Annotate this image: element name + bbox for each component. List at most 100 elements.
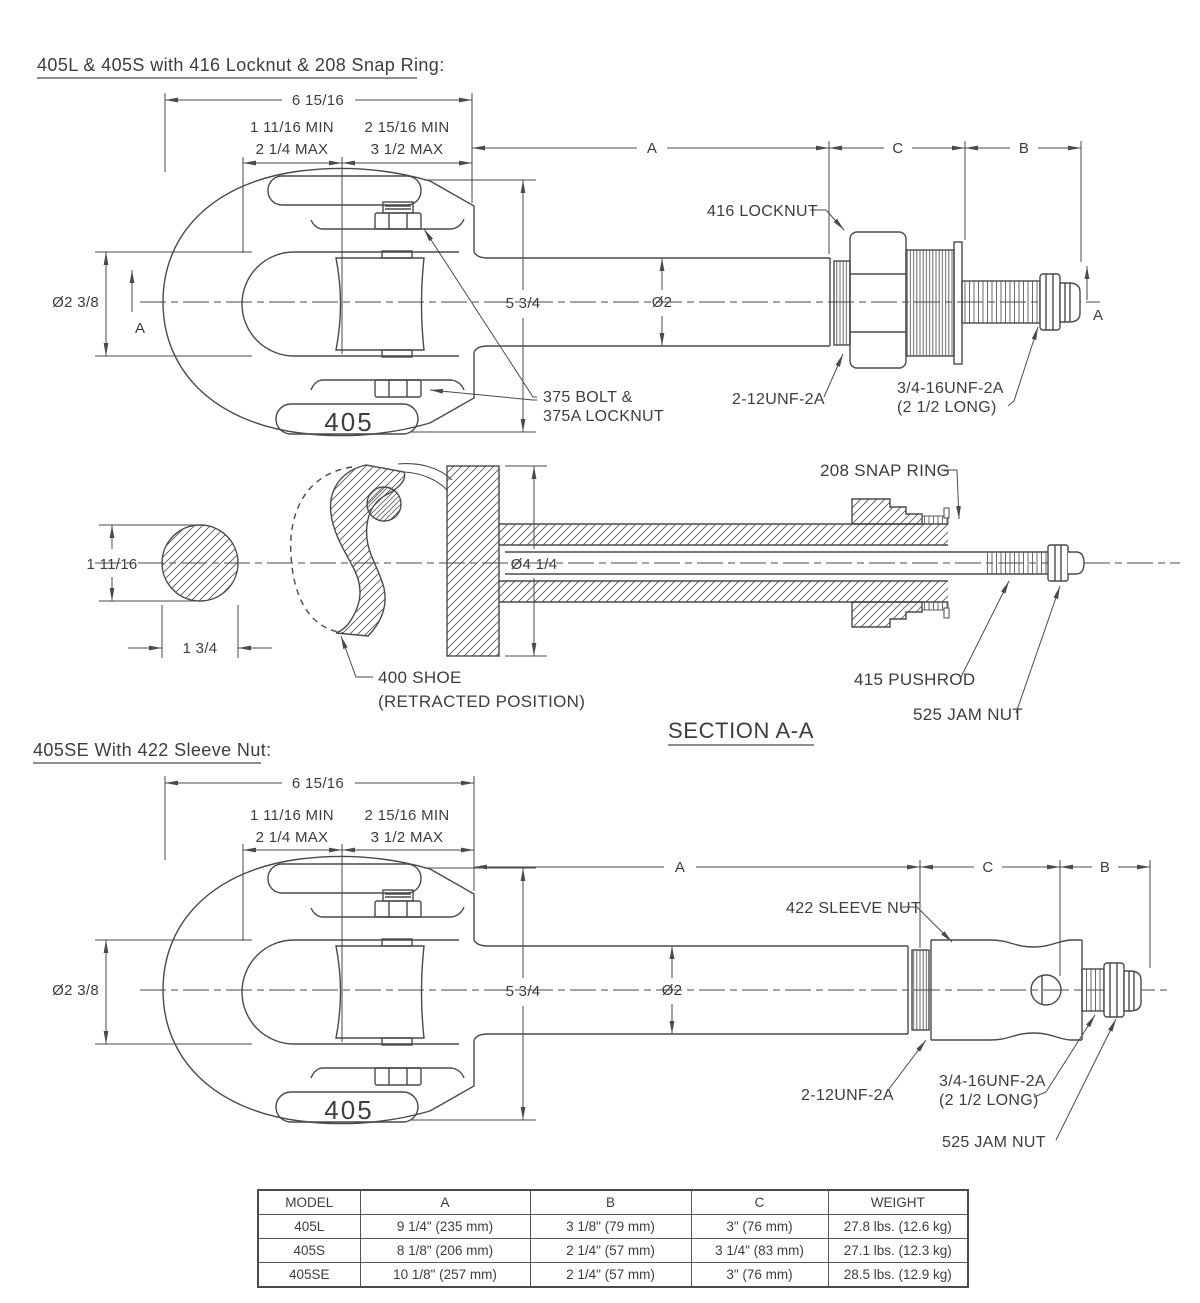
label-pushrod: 415 PUSHROD	[854, 670, 975, 689]
label-jam-nut: 525 JAM NUT	[913, 705, 1023, 724]
ball-section	[161, 524, 239, 602]
col-header-b: B	[529, 1189, 692, 1215]
col-header-a: A	[359, 1189, 531, 1215]
flange-section	[446, 465, 500, 657]
dim-a: A	[647, 140, 657, 157]
table-row: 405SE 10 1/8" (257 mm) 2 1/4" (57 mm) 3"…	[257, 1262, 969, 1288]
dim-shaft-dia: Ø2	[662, 982, 683, 999]
table-row: 405S 8 1/8" (206 mm) 2 1/4" (57 mm) 3 1/…	[257, 1238, 969, 1263]
col-header-model: MODEL	[257, 1189, 361, 1215]
dim-ball-width: 1 3/4	[183, 640, 218, 657]
cell-c: 3" (76 mm)	[690, 1262, 829, 1288]
cell-c: 3 1/4" (83 mm)	[690, 1238, 829, 1263]
snap-ring-clip-bottom	[943, 607, 950, 619]
jam-nut-section	[1047, 544, 1069, 582]
cell-weight: 28.5 lbs. (12.9 kg)	[827, 1262, 969, 1288]
drawing2-labels: 422 SLEEVE NUT 2-12UNF-2A 3/4-16UNF-2A (…	[786, 900, 1117, 1151]
jam-nut	[1103, 962, 1125, 1018]
drawing1-shaft-assembly	[473, 231, 1081, 369]
dim-shaft-dia: Ø2	[652, 294, 673, 311]
shaft-thread	[911, 949, 930, 1031]
model-stamp: 405	[324, 407, 373, 437]
dim-c: C	[982, 859, 993, 876]
dim-left-min: 1 11/16 MIN	[250, 807, 334, 824]
dim-left-min: 1 11/16 MIN	[250, 119, 334, 136]
dim-left-max: 2 1/4 MAX	[256, 829, 329, 846]
dim-right-min: 2 15/16 MIN	[364, 119, 449, 136]
label-bolt-2: 375A LOCKNUT	[543, 408, 664, 425]
dim-eye-dia: Ø2 3/8	[52, 294, 99, 311]
cell-model: 405L	[257, 1214, 361, 1239]
label-bolt-1: 375 BOLT &	[543, 389, 633, 406]
label-thread-shaft: 2-12UNF-2A	[801, 1087, 894, 1104]
cell-model: 405SE	[257, 1262, 361, 1288]
table-header-row: MODEL A B C WEIGHT	[257, 1189, 969, 1215]
drawing1-dimensions	[95, 93, 1090, 433]
label-thread-stud-1: 3/4-16UNF-2A	[897, 380, 1004, 397]
drawing1-title: 405L & 405S with 416 Locknut & 208 Snap …	[37, 55, 445, 75]
dim-left-max: 2 1/4 MAX	[256, 141, 329, 158]
drawing1-eye: 405	[162, 167, 475, 437]
section-dimensions	[99, 465, 547, 658]
cell-b: 2 1/4" (57 mm)	[529, 1238, 692, 1263]
shoe-retracted-outline	[289, 466, 353, 634]
snap-ring-boss-top	[851, 498, 923, 525]
dim-a: A	[675, 859, 685, 876]
sleeve-nut	[930, 939, 1083, 1041]
pushrod	[505, 544, 1085, 582]
dim-height: 5 3/4	[506, 295, 541, 312]
label-thread-stud-2: (2 1/2 LONG)	[897, 399, 997, 416]
drawing2-dimensions	[95, 776, 1151, 1121]
drawing2-dimension-text: 6 15/16 1 11/16 MIN 2 1/4 MAX 2 15/16 MI…	[52, 775, 1110, 1000]
cell-weight: 27.8 lbs. (12.6 kg)	[827, 1214, 969, 1239]
drawing2-shaft-assembly	[473, 939, 1142, 1041]
drawing1-labels: 416 LOCKNUT 375 BOLT & 375A LOCKNUT 2-12…	[423, 203, 1039, 425]
dim-ball-dia: 1 11/16	[86, 556, 137, 573]
cell-a: 9 1/4" (235 mm)	[359, 1214, 531, 1239]
label-thread-stud-2: (2 1/2 LONG)	[939, 1092, 1039, 1109]
label-thread-stud-1: 3/4-16UNF-2A	[939, 1073, 1046, 1090]
dim-right-max: 3 1/2 MAX	[371, 141, 444, 158]
cell-a: 10 1/8" (257 mm)	[359, 1262, 531, 1288]
dim-b: B	[1019, 140, 1029, 157]
label-jam-nut: 525 JAM NUT	[942, 1134, 1046, 1151]
spec-table: MODEL A B C WEIGHT 405L 9 1/4" (235 mm) …	[257, 1189, 969, 1288]
stud-thread	[1081, 968, 1105, 1012]
shoe-pin-section	[366, 486, 402, 522]
dim-overall: 6 15/16	[292, 92, 344, 109]
dim-height: 5 3/4	[506, 983, 541, 1000]
table-row: 405L 9 1/4" (235 mm) 3 1/8" (79 mm) 3" (…	[257, 1214, 969, 1239]
label-sleeve-nut: 422 SLEEVE NUT	[786, 900, 921, 917]
cell-b: 2 1/4" (57 mm)	[529, 1262, 692, 1288]
section-geometry	[161, 463, 1085, 657]
dim-eye-dia: Ø2 3/8	[52, 982, 99, 999]
cell-c: 3" (76 mm)	[690, 1214, 829, 1239]
label-snap-ring: 208 SNAP RING	[820, 461, 950, 480]
label-locknut: 416 LOCKNUT	[707, 203, 818, 220]
dim-b: B	[1100, 859, 1110, 876]
cell-weight: 27.1 lbs. (12.3 kg)	[827, 1238, 969, 1263]
drawing2-eye: 405	[162, 855, 475, 1125]
label-shoe-1: 400 SHOE	[378, 668, 462, 687]
dim-c: C	[892, 140, 903, 157]
drawing2-view: 405SE With 422 Sleeve Nut: 405	[33, 740, 1170, 1151]
col-header-weight: WEIGHT	[827, 1189, 969, 1215]
section-labels: 208 SNAP RING 415 PUSHROD 525 JAM NUT 40…	[340, 461, 1061, 746]
section-marker-right: A	[1093, 307, 1103, 324]
drawing1-dimension-text: 6 15/16 1 11/16 MIN 2 1/4 MAX 2 15/16 MI…	[52, 92, 1103, 337]
section-view: 1 11/16 1 3/4 Ø4 1/4 208 SNAP RING 415 P…	[86, 461, 1180, 746]
cell-a: 8 1/8" (206 mm)	[359, 1238, 531, 1263]
dim-overall: 6 15/16	[292, 775, 344, 792]
model-stamp: 405	[324, 1095, 373, 1125]
snap-ring-clip-top	[943, 507, 950, 519]
cell-b: 3 1/8" (79 mm)	[529, 1214, 692, 1239]
snap-ring-boss-bottom	[851, 601, 923, 628]
label-shoe-2: (RETRACTED POSITION)	[378, 692, 585, 711]
drawing1-view: 405L & 405S with 416 Locknut & 208 Snap …	[37, 55, 1103, 437]
drawing2-title: 405SE With 422 Sleeve Nut:	[33, 740, 272, 760]
label-thread-shaft: 2-12UNF-2A	[732, 391, 825, 408]
section-marker-left: A	[135, 320, 145, 337]
section-title: SECTION A-A	[668, 718, 814, 743]
